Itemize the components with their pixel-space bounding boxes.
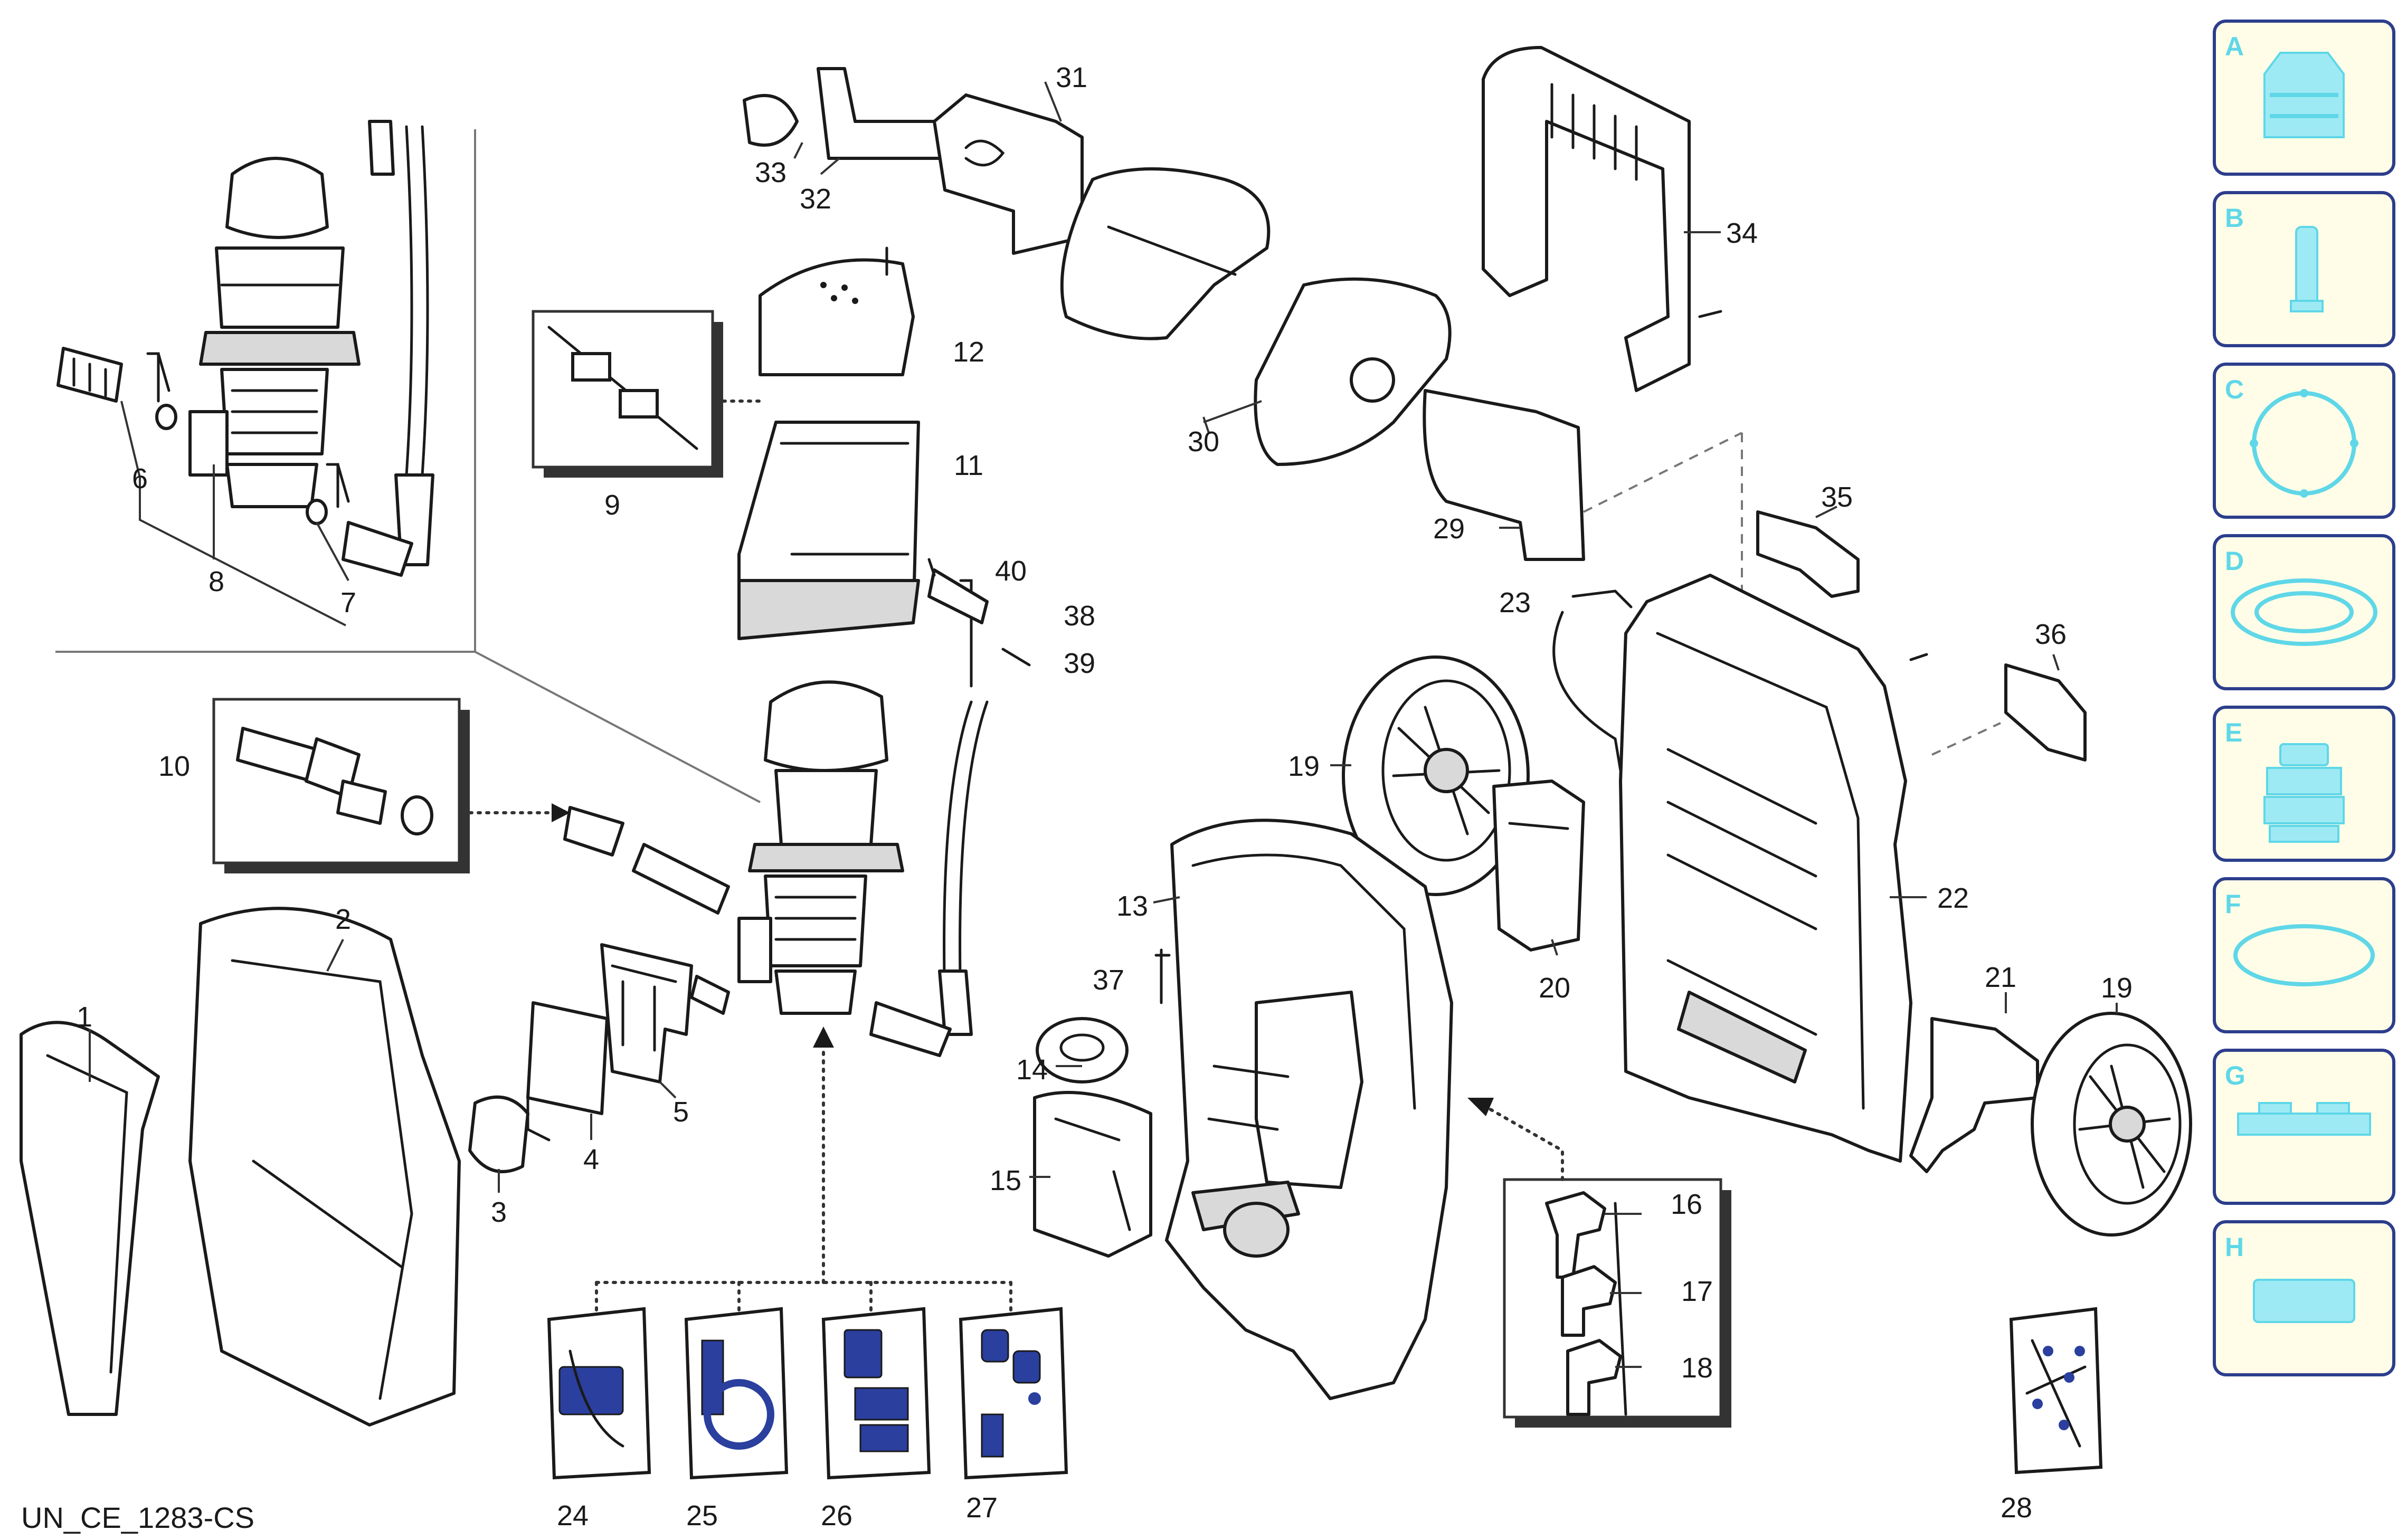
callout-33: 33	[755, 157, 786, 188]
o-ring-icon	[2233, 924, 2375, 986]
callout-17: 17	[1681, 1276, 1713, 1307]
valve-stack-icon	[2263, 743, 2345, 843]
handle-assembly	[743, 46, 1743, 792]
motor-cover-group	[532, 246, 920, 640]
callout-27: 27	[966, 1492, 998, 1524]
callout-36: 36	[2035, 619, 2067, 650]
hose-connector-kit	[212, 698, 730, 915]
callout-15: 15	[990, 1165, 1021, 1196]
callout-34: 34	[1726, 217, 1758, 249]
callout-16: 16	[1671, 1189, 1702, 1220]
switch-knob-group	[468, 943, 730, 1193]
callout-23: 23	[1499, 587, 1531, 619]
legend-item-e: E	[2213, 706, 2395, 862]
legend-item-a: A	[2213, 20, 2395, 176]
legend-item-b: B	[2213, 191, 2395, 347]
svg-text:E: E	[2225, 718, 2242, 747]
flat-gasket-icon	[2237, 1102, 2371, 1136]
legend-item-c: C	[2213, 363, 2395, 519]
legend-item-d: D	[2213, 534, 2395, 690]
svg-text:F: F	[2225, 889, 2241, 919]
callout-14: 14	[1016, 1054, 1048, 1086]
callout-29: 29	[1433, 513, 1465, 545]
callout-21: 21	[1985, 962, 2016, 993]
callout-37: 37	[1093, 964, 1124, 996]
callout-28: 28	[2001, 1492, 2032, 1524]
legend-item-g: G	[2213, 1049, 2395, 1205]
callout-38: 38	[1064, 600, 1095, 632]
callout-5: 5	[673, 1096, 689, 1128]
legend-item-h: H	[2213, 1220, 2395, 1376]
callout-10: 10	[158, 750, 190, 782]
callout-11: 11	[954, 450, 983, 481]
callout-31: 31	[1056, 62, 1087, 93]
rear-housing-group	[1552, 506, 2087, 1163]
callout-7: 7	[340, 587, 356, 619]
callout-9: 9	[604, 489, 620, 521]
pump-head-icon	[2263, 52, 2345, 138]
callout-1: 1	[77, 1001, 92, 1033]
handle-lock-detail	[1467, 1098, 1731, 1428]
callout-20: 20	[1539, 972, 1570, 1004]
callout-40: 40	[995, 555, 1027, 587]
svg-text:B: B	[2225, 203, 2244, 233]
seal-ring-icon	[2231, 578, 2377, 646]
callout-35: 35	[1821, 481, 1853, 513]
svg-text:D: D	[2225, 546, 2244, 576]
callout-18: 18	[1681, 1352, 1713, 1384]
callout-32: 32	[800, 183, 831, 215]
callout-12: 12	[953, 336, 984, 368]
callout-8: 8	[209, 566, 224, 597]
legend-item-f: F	[2213, 877, 2395, 1033]
callout-6: 6	[132, 463, 148, 495]
svg-text:G: G	[2225, 1061, 2245, 1090]
callout-4: 4	[583, 1144, 599, 1175]
inset-pump-assembly	[55, 120, 761, 803]
svg-text:C: C	[2225, 375, 2244, 404]
callout-39: 39	[1064, 648, 1095, 679]
front-cover-group	[20, 907, 461, 1427]
base-housing-group	[1029, 819, 1453, 1400]
callout-26: 26	[821, 1500, 852, 1532]
piston-icon	[2290, 226, 2324, 312]
callout-24: 24	[557, 1500, 589, 1532]
callout-2: 2	[335, 904, 351, 935]
callout-22: 22	[1937, 882, 1969, 914]
pump-main-assembly	[595, 558, 1031, 1316]
callout-labels: 1 2 3 4 5 6 7 8 9 10 11 12 13 14 15 16 1…	[77, 62, 2133, 1532]
brush-kit-panel	[532, 310, 723, 478]
plate-icon	[2253, 1279, 2355, 1323]
drawing-code: UN_CE_1283-CS	[21, 1501, 254, 1534]
accessory-kit-bags	[547, 1307, 2103, 1480]
svg-text:A: A	[2225, 32, 2244, 61]
callout-13: 13	[1116, 890, 1148, 922]
wheel-group	[1330, 655, 2192, 1237]
gasket-ring-icon	[2250, 389, 2358, 498]
legend: A B C D	[2213, 20, 2395, 1376]
callout-19b: 19	[2101, 972, 2133, 1004]
callout-30: 30	[1188, 426, 1219, 458]
callout-3: 3	[491, 1196, 507, 1228]
callout-25: 25	[686, 1500, 718, 1532]
callout-19a: 19	[1288, 750, 1320, 782]
svg-text:H: H	[2225, 1232, 2244, 1262]
